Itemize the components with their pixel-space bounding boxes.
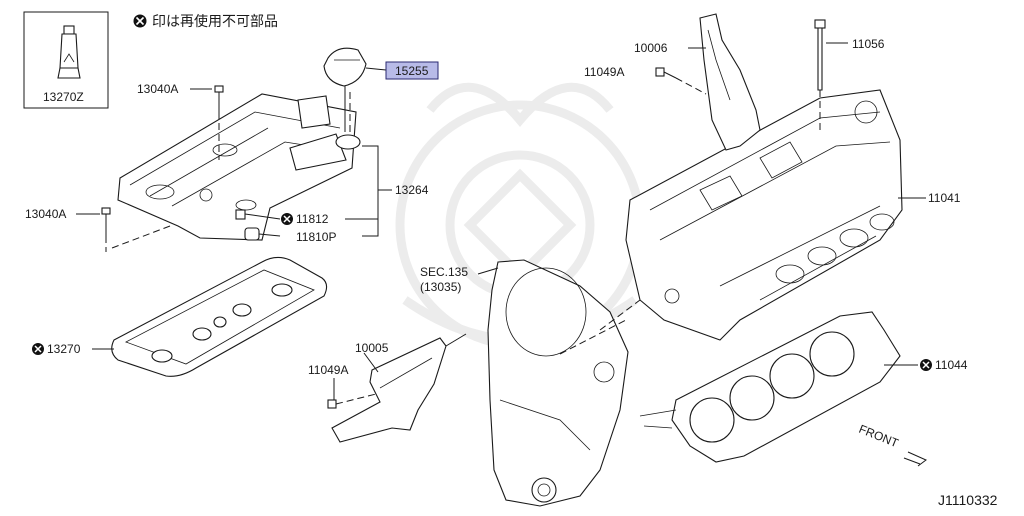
- callout-13040a-left: 13040A: [25, 207, 66, 221]
- callout-sec135-ref: (13035): [420, 280, 461, 294]
- legend-text: 印は再使用不可部品: [152, 13, 278, 29]
- callout-13040a-top: 13040A: [137, 82, 178, 96]
- callout-13270: 13270: [47, 342, 81, 356]
- front-label: FRONT: [857, 422, 901, 451]
- bolt-11049a-top: 11049A: [584, 65, 707, 95]
- non-reusable-mark-icon: [32, 343, 44, 355]
- callout-11044: 11044: [935, 358, 968, 372]
- cylinder-head: 11041: [625, 89, 961, 341]
- callout-11041: 11041: [928, 191, 961, 205]
- callout-11812: 11812: [296, 212, 329, 226]
- callout-10006: 10006: [634, 41, 668, 55]
- callout-11049a-top: 11049A: [584, 65, 624, 79]
- bolt-11049a-bottom: 11049A: [308, 363, 377, 409]
- valve-cover: [117, 93, 357, 241]
- head-bolt-11056: 11056: [814, 19, 885, 130]
- oil-filler-cap: 15255: [323, 47, 439, 150]
- non-reusable-mark-icon: [920, 359, 932, 371]
- kit-box: 13270Z: [23, 11, 109, 109]
- callout-15255: 15255: [395, 64, 429, 78]
- callout-11810p: 11810P: [296, 230, 336, 244]
- highlight-15255: [385, 61, 439, 80]
- front-cover-sec135: SEC.135 (13035): [420, 259, 629, 507]
- kit-part-number: 13270Z: [43, 90, 84, 104]
- non-reusable-mark-icon: [281, 213, 293, 225]
- head-gasket: 11044: [639, 311, 968, 463]
- callout-sec135: SEC.135: [420, 265, 468, 279]
- connection-lines: [111, 92, 641, 331]
- front-arrow: FRONT: [857, 422, 927, 467]
- legend: 印は再使用不可部品: [133, 13, 278, 29]
- sealant-tube-icon: [57, 25, 81, 79]
- bracket-10005: 10005: [331, 333, 467, 443]
- callout-10005: 10005: [355, 341, 389, 355]
- bolt-13040a-left: 13040A: [25, 207, 111, 252]
- callout-13264: 13264: [395, 183, 429, 197]
- bolt-13040a-top: 13040A: [137, 82, 224, 160]
- callout-11049a-bottom: 11049A: [308, 363, 348, 377]
- diagram-id: J1110332: [938, 492, 998, 508]
- pcv-valve-parts: 13264 11812 11810P: [235, 145, 429, 244]
- bracket-10006: 10006: [634, 13, 761, 151]
- callout-11056: 11056: [852, 37, 885, 51]
- valve-cover-gasket: 13270: [32, 256, 328, 377]
